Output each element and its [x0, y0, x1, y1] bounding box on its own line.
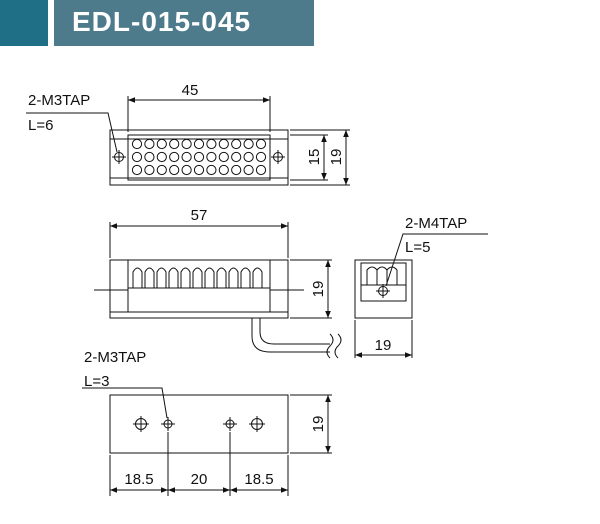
top-tap-depth: L=6 — [28, 117, 53, 134]
led-dot — [131, 164, 143, 176]
led-dot — [169, 138, 180, 150]
cable-outer-line — [251, 318, 330, 353]
led-grid — [131, 138, 267, 176]
bottom-tap-leader — [82, 387, 168, 419]
top-view-body — [109, 129, 289, 186]
top-outer-height-dimension: 19 — [328, 149, 345, 166]
led-dot — [255, 164, 267, 176]
end-tap-leader — [385, 233, 488, 287]
cable-inner-line — [259, 318, 330, 345]
cable-break-mark-2 — [334, 333, 342, 359]
led-dot — [231, 138, 242, 150]
led-fin — [144, 267, 155, 288]
top-view — [26, 96, 350, 186]
led-fin — [156, 267, 167, 288]
led-fin — [132, 267, 143, 288]
led-fin — [192, 267, 203, 288]
top-inner-height-dimension: 15 — [306, 149, 323, 166]
top-left-tap-hole — [112, 150, 126, 164]
led-fins — [132, 267, 263, 288]
end-tap-label: 2-M4TAP — [405, 215, 467, 232]
led-dot — [193, 164, 205, 176]
led-dot — [193, 138, 205, 150]
end-width-dimension: 19 — [375, 337, 392, 354]
led-dot — [206, 164, 217, 176]
led-dot — [144, 138, 155, 150]
title-accent-block — [0, 0, 48, 46]
bottom-height-dimension: 19 — [310, 416, 327, 433]
bottom-tap-label: 2-M3TAP — [84, 349, 146, 366]
side-height-dimension: 19 — [310, 281, 327, 298]
led-dot — [243, 164, 254, 176]
bottom-view — [82, 387, 332, 496]
bottom-mount-hole-right — [249, 416, 265, 432]
title-bar: EDL-015-045 — [54, 0, 314, 46]
led-dot — [231, 151, 242, 163]
top-right-tap-hole — [271, 150, 285, 164]
led-dot — [144, 164, 155, 176]
led-dot — [156, 151, 167, 163]
led-dot — [169, 164, 180, 176]
led-dot — [255, 151, 267, 163]
end-view-body — [354, 259, 413, 319]
bottom-tap-hole-right — [223, 417, 237, 431]
side-view — [94, 222, 342, 359]
led-dot — [181, 164, 192, 176]
end-view — [354, 233, 488, 358]
led-fin — [180, 267, 191, 288]
led-dot — [255, 138, 267, 150]
led-fin — [216, 267, 227, 288]
top-tap-leader — [26, 112, 118, 153]
led-fin — [252, 267, 263, 288]
bottom-dimension-right: 18.5 — [244, 471, 273, 488]
led-dot — [243, 138, 254, 150]
led-dot — [156, 164, 167, 176]
led-dot — [218, 164, 229, 176]
led-dot — [193, 151, 205, 163]
led-dot — [169, 151, 180, 163]
end-tap-depth: L=5 — [405, 239, 430, 256]
bottom-tap-depth: L=3 — [84, 373, 109, 390]
led-dot — [218, 151, 229, 163]
top-width-dimension: 45 — [182, 82, 199, 99]
page-title: EDL-015-045 — [72, 6, 252, 37]
led-dot — [181, 151, 192, 163]
led-fin — [240, 267, 251, 288]
bottom-view-body — [109, 394, 289, 454]
led-dot — [206, 151, 217, 163]
side-length-dimension: 57 — [191, 207, 208, 224]
led-fin — [168, 267, 179, 288]
led-dot — [131, 151, 143, 163]
led-fin — [228, 267, 239, 288]
bottom-mount-hole-left — [133, 416, 149, 432]
end-view-housing — [360, 262, 407, 302]
end-tap-hole — [376, 284, 390, 298]
led-dot — [131, 138, 143, 150]
bottom-tap-hole-left — [161, 417, 175, 431]
led-dot — [243, 151, 254, 163]
bottom-dimension-middle: 20 — [191, 471, 208, 488]
led-dot — [206, 138, 217, 150]
led-fin — [204, 267, 215, 288]
side-view-body — [109, 259, 289, 319]
led-dot — [181, 138, 192, 150]
led-dot — [144, 151, 155, 163]
led-dot — [231, 164, 242, 176]
bottom-dimension-left: 18.5 — [124, 471, 153, 488]
led-dot — [156, 138, 167, 150]
cable-break-mark-1 — [326, 333, 334, 359]
top-view-lens-window — [127, 134, 271, 181]
led-dot — [218, 138, 229, 150]
top-tap-label: 2-M3TAP — [28, 92, 90, 109]
